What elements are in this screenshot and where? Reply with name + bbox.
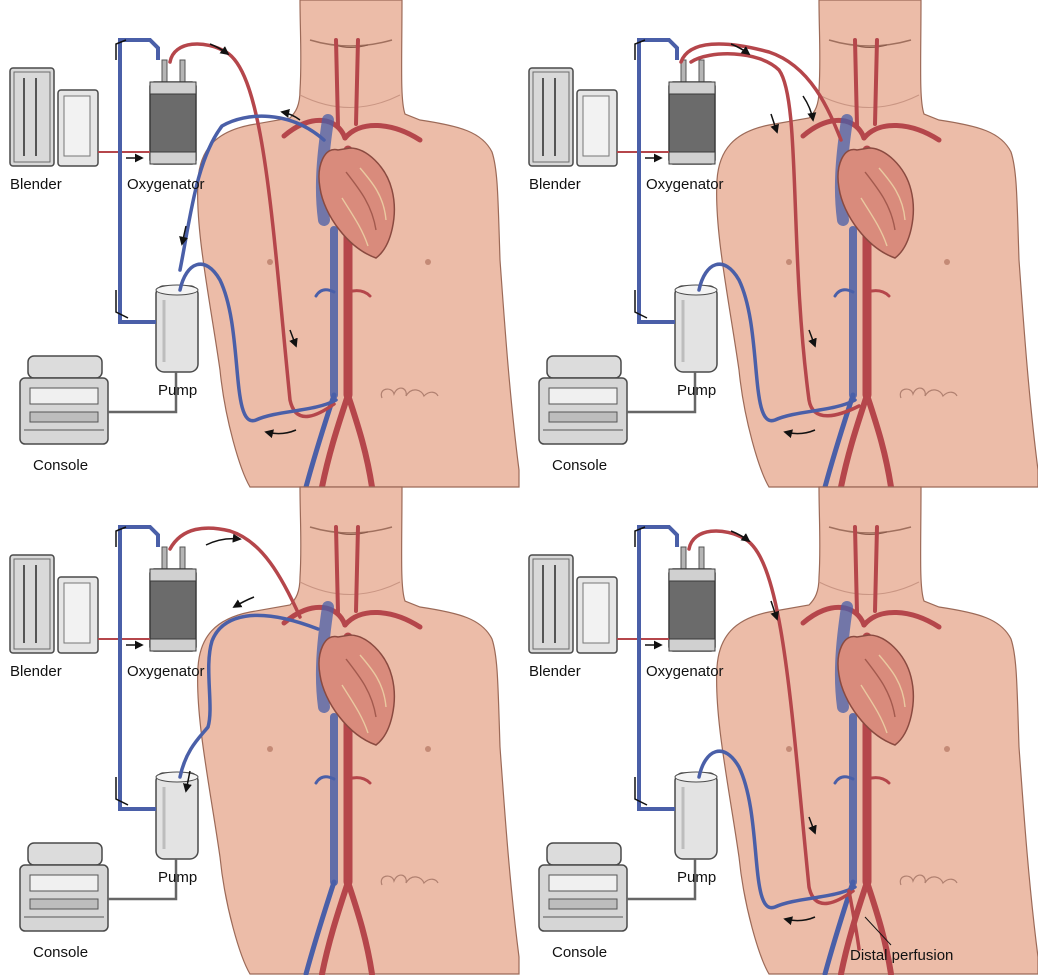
pump-device xyxy=(156,772,198,859)
pump-device xyxy=(675,772,717,859)
pump-label: Pump xyxy=(158,382,197,399)
panel-illustration xyxy=(0,0,519,487)
blender-device xyxy=(10,68,98,166)
oxygenator-label: Oxygenator xyxy=(127,176,205,193)
blender-label: Blender xyxy=(10,176,62,193)
blender-device xyxy=(10,555,98,653)
console-label: Console xyxy=(33,457,88,474)
console-device xyxy=(20,356,108,444)
console-label: Console xyxy=(552,457,607,474)
oxygenator-label: Oxygenator xyxy=(646,176,724,193)
blender-label: Blender xyxy=(529,176,581,193)
pump-label: Pump xyxy=(677,382,716,399)
flow-arrow xyxy=(234,597,254,607)
pump-label: Pump xyxy=(158,869,197,886)
panel-illustration xyxy=(0,487,519,974)
ecmo-panel-c: Blender Oxygenator Pump Console xyxy=(0,487,519,974)
console-label: Console xyxy=(552,944,607,961)
oxygenator-label: Oxygenator xyxy=(127,663,205,680)
blender-device xyxy=(529,555,617,653)
console-device xyxy=(539,356,627,444)
panel-illustration xyxy=(519,487,1038,974)
oxygenator-label: Oxygenator xyxy=(646,663,724,680)
oxygenator-device xyxy=(669,60,715,164)
pump-label: Pump xyxy=(677,869,716,886)
oxygenator-device xyxy=(669,547,715,651)
blender-label: Blender xyxy=(10,663,62,680)
oxygenator-device xyxy=(150,60,196,164)
blender-label: Blender xyxy=(529,663,581,680)
flow-arrow xyxy=(206,539,240,545)
panel-illustration xyxy=(519,0,1038,487)
pump-device xyxy=(156,285,198,372)
console-device xyxy=(20,843,108,931)
blender-device xyxy=(529,68,617,166)
flow-arrow xyxy=(731,531,749,541)
console-label: Console xyxy=(33,944,88,961)
pump-device xyxy=(675,285,717,372)
console-device xyxy=(539,843,627,931)
distal-perfusion-label: Distal perfusion xyxy=(850,947,953,964)
ecmo-panel-d: Blender Oxygenator Pump Console Distal p… xyxy=(519,487,1038,974)
flow-arrow xyxy=(803,96,813,120)
ecmo-panel-a: Blender Oxygenator Pump Console xyxy=(0,0,519,487)
flow-arrow xyxy=(210,44,228,54)
oxygenator-device xyxy=(150,547,196,651)
ecmo-panel-b: Blender Oxygenator Pump Console xyxy=(519,0,1038,487)
